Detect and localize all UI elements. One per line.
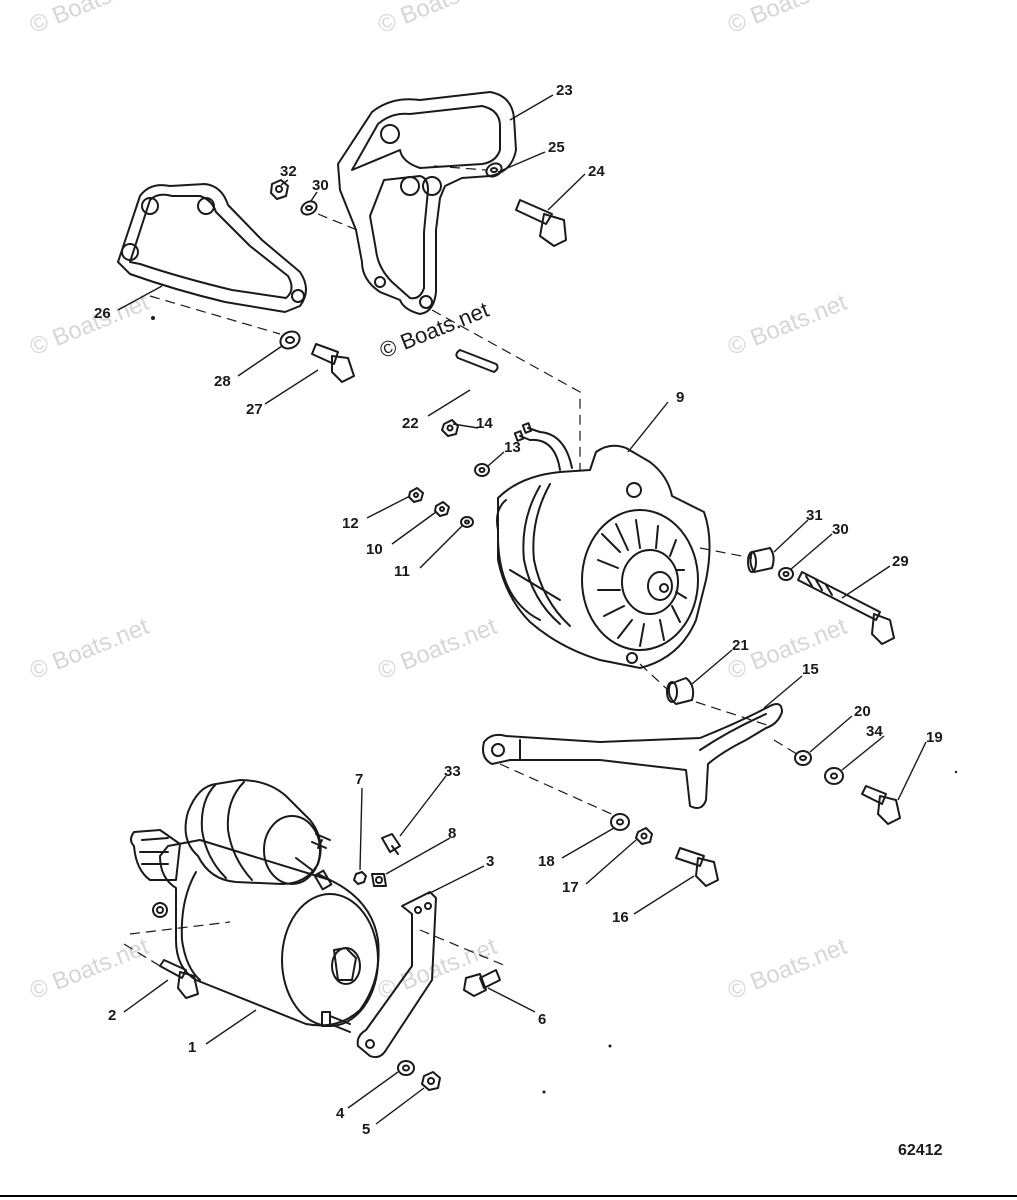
callout-20: 20 xyxy=(854,703,871,720)
callout-14: 14 xyxy=(476,415,493,432)
bolt-29 xyxy=(797,571,895,645)
callout-5: 5 xyxy=(362,1121,370,1138)
nut-7 xyxy=(353,871,367,885)
callout-28: 28 xyxy=(214,373,231,390)
callout-27: 27 xyxy=(246,401,263,418)
callout-10: 10 xyxy=(366,541,383,558)
callout-9: 9 xyxy=(676,389,684,406)
callout-15: 15 xyxy=(802,661,819,678)
callout-22: 22 xyxy=(402,415,419,432)
callout-6: 6 xyxy=(538,1011,546,1028)
callout-30: 30 xyxy=(832,521,849,538)
nut-32 xyxy=(270,179,289,200)
nut-12 xyxy=(408,487,424,503)
nut-17 xyxy=(635,827,653,845)
washer-30 xyxy=(778,567,794,581)
callout-1: 1 xyxy=(188,1039,196,1056)
pin-22 xyxy=(455,349,499,373)
callout-25: 25 xyxy=(548,139,565,156)
callout-2: 2 xyxy=(108,1007,116,1024)
spacer-31 xyxy=(747,547,775,573)
bolt-2 xyxy=(159,959,199,999)
adjusting-bracket-15 xyxy=(482,703,783,809)
washer-18 xyxy=(610,813,630,831)
screw-33 xyxy=(381,833,401,855)
callout-19: 19 xyxy=(926,729,943,746)
callout-8: 8 xyxy=(448,825,456,842)
callout-24: 24 xyxy=(588,163,605,180)
washer-4 xyxy=(397,1060,415,1076)
callout-4: 4 xyxy=(336,1105,345,1122)
callout-31: 31 xyxy=(806,507,823,524)
mounting-bracket-26 xyxy=(117,183,307,313)
callout-21: 21 xyxy=(732,637,749,654)
starter-motor-1 xyxy=(130,779,380,1033)
callout-12: 12 xyxy=(342,515,359,532)
callout-3: 3 xyxy=(486,853,494,870)
bolt-19 xyxy=(861,785,901,825)
mounting-bracket-23 xyxy=(337,91,517,315)
washer-13 xyxy=(474,463,490,477)
callout-33: 33 xyxy=(444,763,461,780)
bolt-16 xyxy=(675,847,719,887)
washer-30-top xyxy=(300,200,318,216)
figure-number: 62412 xyxy=(898,1142,943,1159)
callout-16: 16 xyxy=(612,909,629,926)
bolt-27 xyxy=(311,343,355,383)
bottom-border xyxy=(0,1195,1017,1197)
callout-13: 13 xyxy=(504,439,521,456)
nut-14 xyxy=(441,419,459,437)
callout-11: 11 xyxy=(394,563,410,580)
bolt-24 xyxy=(515,199,567,247)
callout-23: 23 xyxy=(556,82,573,99)
callout-26: 26 xyxy=(94,305,111,322)
nut-10 xyxy=(434,501,450,517)
callout-34: 34 xyxy=(866,723,883,740)
clip-8 xyxy=(371,873,387,887)
callout-18: 18 xyxy=(538,853,555,870)
alternator-9 xyxy=(496,422,711,669)
washer-20 xyxy=(794,750,812,766)
washer-11 xyxy=(460,516,474,528)
washer-28 xyxy=(279,330,301,350)
callout-7: 7 xyxy=(355,771,363,788)
callout-17: 17 xyxy=(562,879,579,896)
callout-30-top: 30 xyxy=(312,177,329,194)
support-bracket-3 xyxy=(356,891,437,1059)
spacer-21 xyxy=(666,677,695,705)
callout-29: 29 xyxy=(892,553,909,570)
callout-32: 32 xyxy=(280,163,297,180)
bolt-6 xyxy=(463,969,501,997)
washer-25 xyxy=(485,162,503,178)
nut-5 xyxy=(421,1071,441,1091)
washer-34 xyxy=(824,767,844,785)
